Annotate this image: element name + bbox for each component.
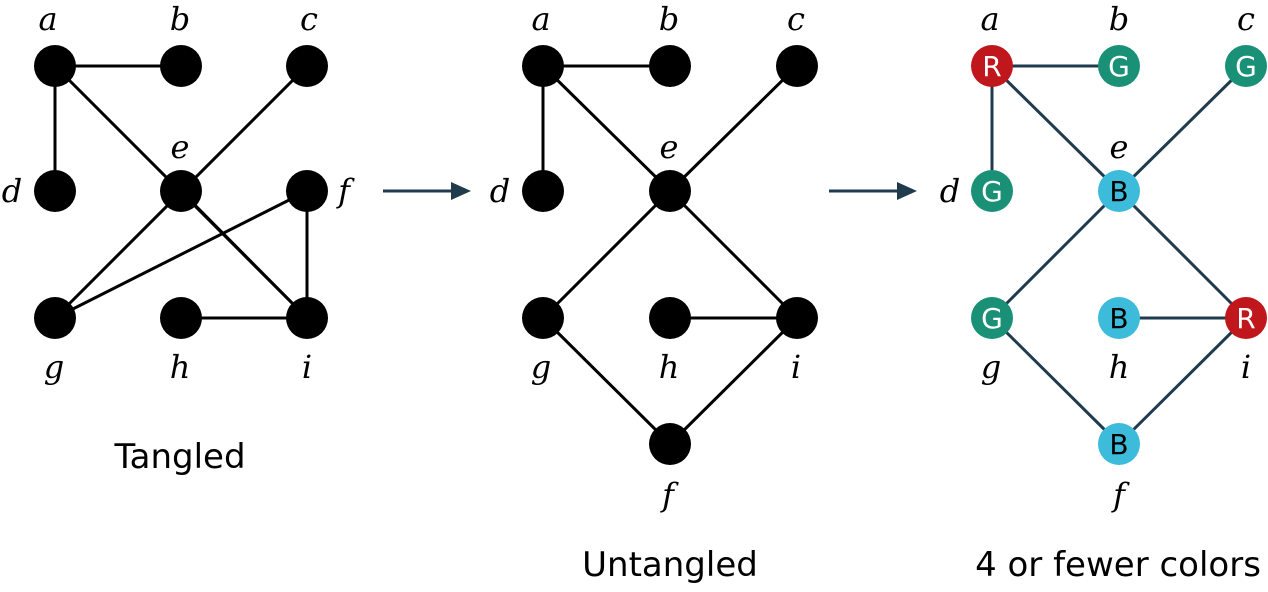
vertex-b [649, 45, 691, 87]
arrow-tangled-to-untangled [383, 182, 471, 200]
edge-e-i [179, 189, 309, 320]
edge-g-f [541, 316, 672, 446]
vertex-e [649, 170, 691, 212]
vertex-h [649, 297, 691, 339]
vertex-h [1098, 297, 1140, 339]
vertex-label-g: g [44, 348, 64, 386]
vertex-label-e: e [171, 128, 190, 166]
vertex-e [160, 170, 202, 212]
vertex-b [1098, 45, 1140, 87]
vertex-a [971, 45, 1013, 87]
vertex-label-g: g [981, 348, 1001, 386]
vertex-label-i: i [791, 348, 801, 386]
vertex-color-letter-b: G [1108, 50, 1130, 83]
vertex-label-h: h [1109, 348, 1130, 386]
edge-e-g [990, 189, 1121, 320]
vertex-f [1098, 423, 1140, 465]
vertex-f [286, 170, 328, 212]
vertex-color-letter-d: G [981, 175, 1003, 208]
edge-i-f [668, 316, 799, 446]
vertex-color-letter-i: R [1236, 302, 1255, 335]
vertex-g [522, 297, 564, 339]
arrow-head [451, 182, 471, 200]
vertex-color-letter-c: G [1235, 50, 1257, 83]
panel-caption: 4 or fewer colors [975, 545, 1261, 585]
edge-e-i [1117, 189, 1248, 320]
vertex-d [34, 170, 76, 212]
vertex-label-b: b [659, 0, 679, 38]
vertex-c [286, 45, 328, 87]
vertex-g [34, 297, 76, 339]
panel-caption: Tangled [113, 437, 245, 477]
vertex-label-c: c [300, 0, 318, 38]
edge-e-i [668, 189, 799, 320]
vertex-color-letter-f: B [1109, 428, 1128, 461]
edge-a-e [541, 64, 672, 193]
vertex-c [1225, 45, 1267, 87]
vertex-label-a: a [980, 0, 999, 38]
vertex-label-h: h [170, 348, 191, 386]
vertex-i [286, 297, 328, 339]
vertex-label-a: a [38, 0, 57, 38]
vertex-d [971, 170, 1013, 212]
vertex-color-letter-a: R [982, 50, 1001, 83]
vertex-label-a: a [531, 0, 550, 38]
vertex-a [34, 45, 76, 87]
edge-c-e [1117, 64, 1248, 193]
edge-g-f [990, 316, 1121, 446]
vertex-c [776, 45, 818, 87]
vertex-e [1098, 170, 1140, 212]
vertex-label-g: g [531, 348, 551, 386]
vertex-label-f: f [660, 476, 679, 514]
vertex-label-b: b [170, 0, 190, 38]
vertex-d [522, 170, 564, 212]
vertex-label-d: d [490, 172, 510, 210]
edge-f-g [54, 189, 308, 320]
edge-c-e [668, 64, 799, 193]
vertex-label-f: f [1111, 476, 1130, 514]
vertex-i [776, 297, 818, 339]
arrow-untangled-to-colored [829, 182, 917, 200]
vertex-color-letter-g: G [981, 302, 1003, 335]
arrow-head [897, 182, 917, 200]
edge-i-f [1117, 316, 1248, 446]
vertex-a [522, 45, 564, 87]
vertex-color-letter-h: B [1109, 302, 1128, 335]
vertex-h [160, 297, 202, 339]
panel-caption: Untangled [582, 545, 758, 585]
vertex-label-b: b [1109, 0, 1129, 38]
vertex-label-e: e [1110, 128, 1129, 166]
vertex-label-c: c [1237, 0, 1255, 38]
vertex-b [160, 45, 202, 87]
vertex-label-i: i [1241, 348, 1251, 386]
vertex-label-i: i [302, 348, 312, 386]
vertex-label-c: c [787, 0, 805, 38]
vertex-f [649, 423, 691, 465]
vertex-label-e: e [660, 128, 679, 166]
vertex-i [1225, 297, 1267, 339]
vertex-label-d: d [940, 172, 960, 210]
vertex-g [971, 297, 1013, 339]
edge-e-g [541, 189, 672, 320]
vertex-color-letter-e: B [1109, 175, 1128, 208]
vertex-label-d: d [2, 172, 22, 210]
vertex-label-f: f [336, 172, 355, 210]
vertex-label-h: h [659, 348, 680, 386]
edge-a-e [990, 64, 1121, 193]
